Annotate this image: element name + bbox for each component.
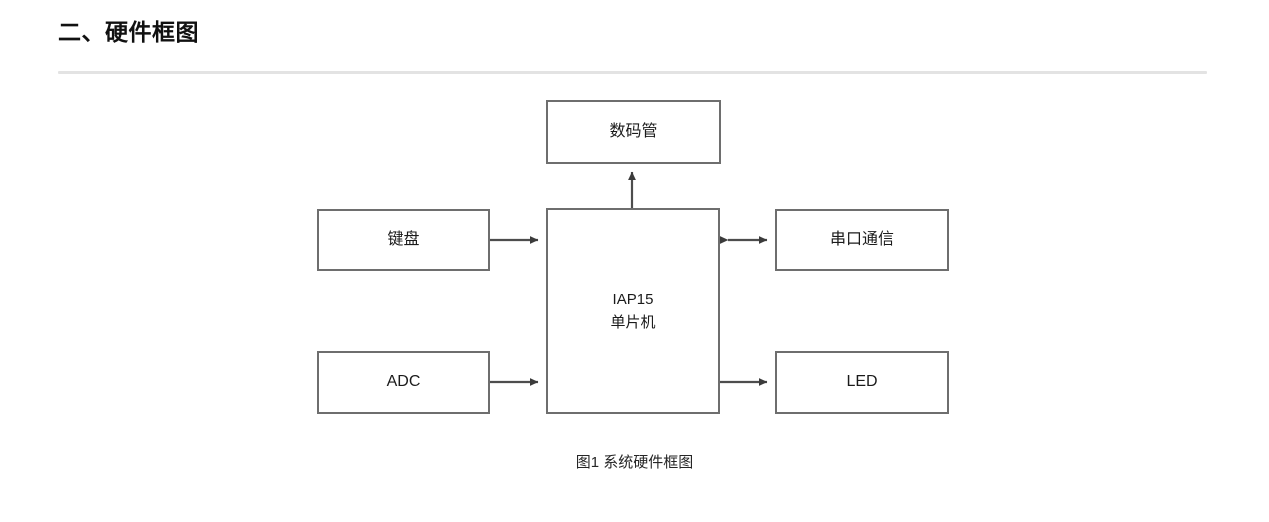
block-serial-communication-label: 串口通信 <box>829 230 894 248</box>
block-led[interactable]: LED <box>775 351 949 414</box>
title-divider <box>58 71 1207 74</box>
block-display[interactable]: 数码管 <box>546 100 721 164</box>
block-adc[interactable]: ADC <box>317 351 490 414</box>
figure-caption: 图1 系统硬件框图 <box>575 454 694 471</box>
block-mcu[interactable]: IAP15 单片机 <box>546 208 720 414</box>
block-keyboard[interactable]: 键盘 <box>317 209 490 271</box>
block-led-label: LED <box>846 373 878 391</box>
page-title: 二、硬件框图 <box>58 19 199 45</box>
block-adc-label: ADC <box>386 373 421 391</box>
block-mcu-label: IAP15 单片机 <box>610 290 656 331</box>
block-serial-communication[interactable]: 串口通信 <box>775 209 949 271</box>
block-keyboard-label: 键盘 <box>387 230 420 248</box>
block-display-label: 数码管 <box>609 122 658 140</box>
